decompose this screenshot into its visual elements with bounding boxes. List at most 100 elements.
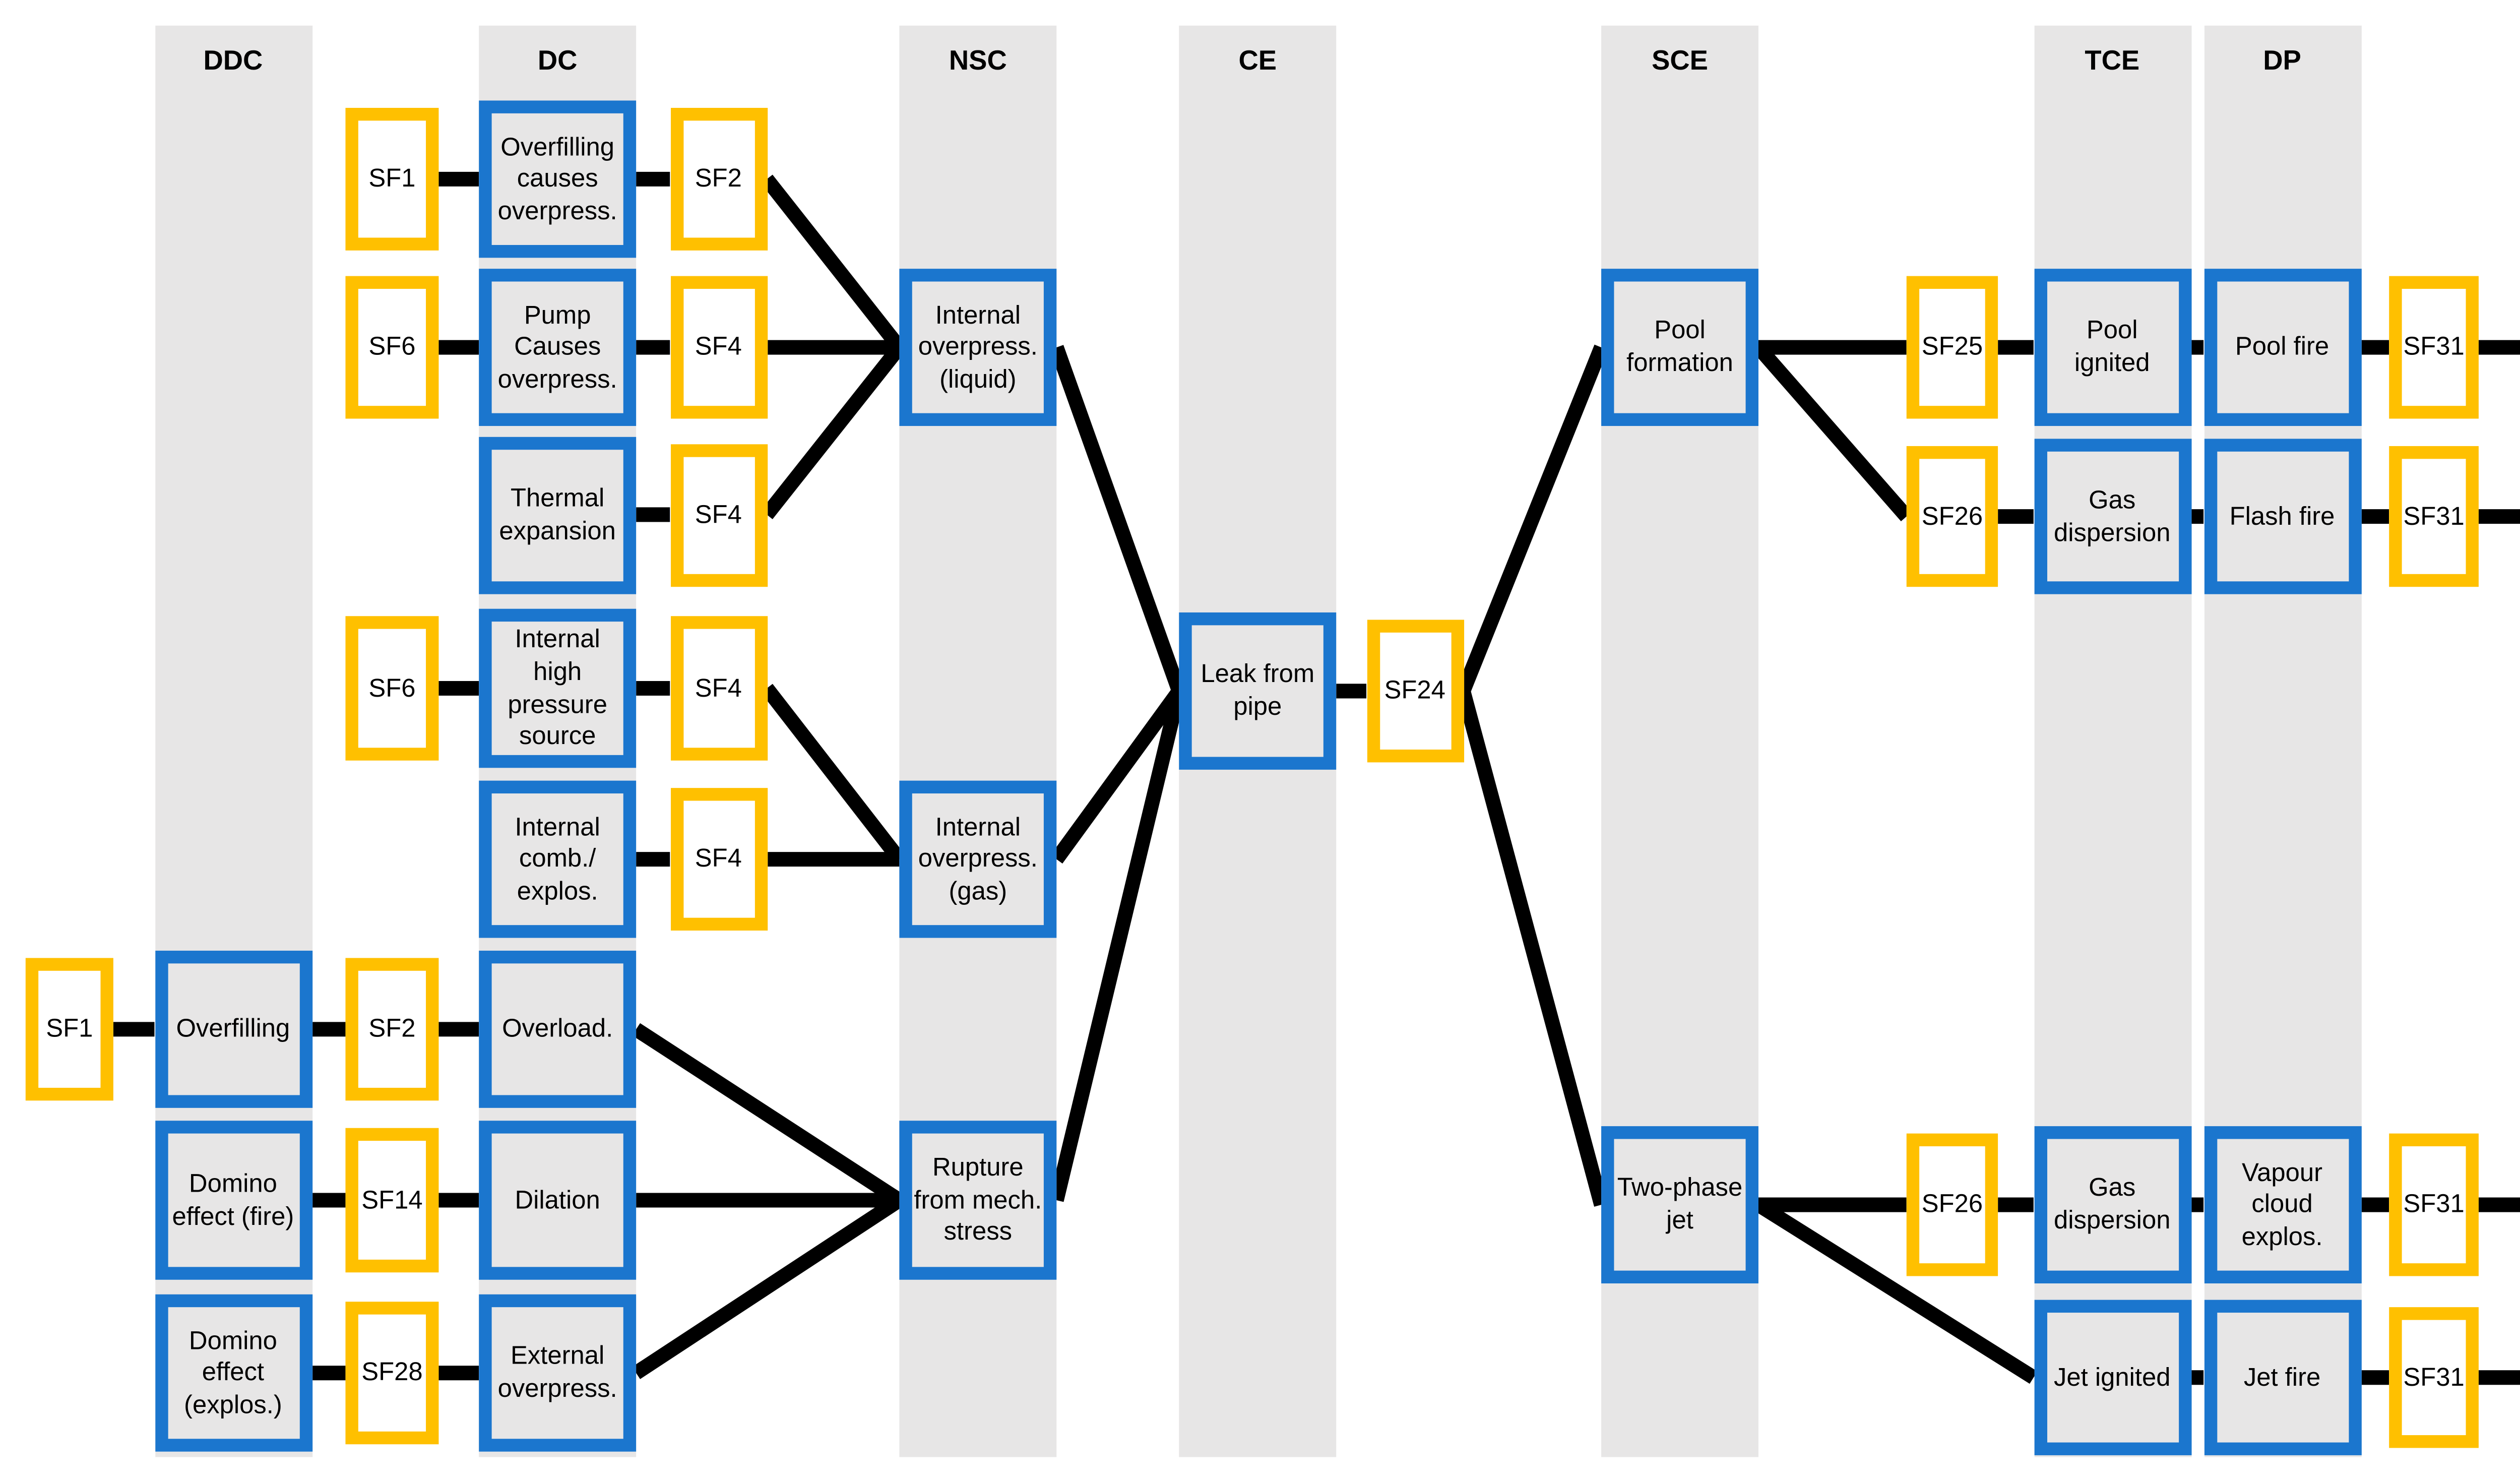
event-box-ff: Flash fire bbox=[2203, 439, 2361, 594]
safety-function-label: SF4 bbox=[695, 672, 742, 702]
event-box-pco: Pump Causes overpress. bbox=[479, 269, 637, 426]
event-box-label: Gas dispersion bbox=[2053, 484, 2171, 546]
safety-function-label: SF6 bbox=[368, 331, 416, 361]
safety-function-label: SF31 bbox=[2403, 1361, 2465, 1391]
event-box-pf: Pool formation bbox=[1601, 269, 1758, 426]
connector-line-ovl-rms bbox=[632, 1023, 904, 1207]
column-header-ce: CE bbox=[1238, 45, 1277, 77]
event-box-jf: Jet fire bbox=[2203, 1300, 2361, 1455]
connector-line-sf24-pf bbox=[1456, 344, 1608, 694]
safety-function-label: SF24 bbox=[1384, 674, 1445, 704]
event-box-label: Thermal expansion bbox=[499, 482, 616, 544]
safety-function-label: SF31 bbox=[2403, 1189, 2465, 1218]
event-box-label: Flash fire bbox=[2229, 500, 2335, 530]
event-box-label: Pool ignited bbox=[2074, 315, 2150, 377]
safety-function-box-sf4c: SF4 bbox=[670, 616, 767, 761]
event-box-def: Domino effect (fire) bbox=[154, 1121, 312, 1280]
safety-function-label: SF1 bbox=[46, 1013, 93, 1042]
connector-line-sf4c-iog bbox=[761, 684, 905, 864]
column-header-ddc: DDC bbox=[203, 45, 263, 77]
event-box-label: Dilation bbox=[515, 1184, 600, 1214]
connector-line-rms-lfp bbox=[1049, 689, 1186, 1202]
event-box-dil: Dilation bbox=[479, 1121, 637, 1280]
safety-function-box-sf24: SF24 bbox=[1366, 620, 1464, 763]
event-box-label: Pool fire bbox=[2235, 331, 2329, 361]
safety-function-box-sf4d: SF4 bbox=[670, 788, 767, 931]
safety-function-box-sf2t: SF2 bbox=[670, 107, 767, 251]
safety-function-box-sf31d: SF31 bbox=[2389, 1307, 2479, 1448]
safety-function-label: SF31 bbox=[2403, 331, 2465, 361]
event-box-label: Pool formation bbox=[1626, 315, 1733, 377]
event-box-label: Jet fire bbox=[2243, 1361, 2321, 1391]
safety-function-box-sf28a: SF28 bbox=[345, 1302, 439, 1445]
safety-function-label: SF2 bbox=[368, 1013, 416, 1042]
event-box-iol: Internal overpress. (liquid) bbox=[899, 269, 1057, 426]
event-box-ice: Internal comb./ explos. bbox=[479, 780, 637, 938]
safety-function-box-sf4b: SF4 bbox=[670, 443, 767, 586]
safety-function-label: SF31 bbox=[2403, 500, 2465, 530]
safety-function-label: SF4 bbox=[695, 331, 742, 361]
event-box-label: Domino effect (explos.) bbox=[184, 1324, 282, 1418]
column-header-nsc: NSC bbox=[949, 45, 1007, 77]
safety-function-label: SF1 bbox=[368, 163, 416, 193]
safety-function-label: SF4 bbox=[695, 843, 742, 873]
event-box-label: Internal high pressure source bbox=[508, 624, 607, 750]
event-box-vce: Vapour cloud explos. bbox=[2203, 1126, 2361, 1284]
safety-function-box-sf26a: SF26 bbox=[1906, 446, 1998, 587]
safety-function-box-sf4a: SF4 bbox=[670, 276, 767, 419]
event-box-ihps: Internal high pressure source bbox=[479, 608, 637, 768]
event-box-label: Internal overpress. (liquid) bbox=[918, 299, 1038, 393]
event-box-label: Two-phase jet bbox=[1617, 1173, 1743, 1235]
connector-line-sf4b-iol bbox=[761, 343, 905, 519]
connector-line-tpj-ji bbox=[1754, 1198, 2038, 1384]
column-header-dp: DP bbox=[2263, 45, 2301, 77]
event-box-label: Internal overpress. (gas) bbox=[918, 811, 1038, 905]
event-box-ovf: Overfilling bbox=[154, 950, 312, 1108]
event-box-pi: Pool ignited bbox=[2033, 269, 2191, 426]
safety-function-box-sf2b: SF2 bbox=[345, 958, 439, 1101]
column-header-dc: DC bbox=[537, 45, 578, 77]
connector-line-iog-lfp bbox=[1050, 687, 1185, 864]
event-box-dee: Domino effect (explos.) bbox=[154, 1294, 312, 1452]
connector-line-sf2t-iol bbox=[761, 174, 905, 352]
event-box-ocp: Overfilling causes overpress. bbox=[479, 100, 637, 258]
safety-function-box-sf14: SF14 bbox=[345, 1128, 439, 1273]
event-box-ji: Jet ignited bbox=[2033, 1300, 2191, 1455]
connector-line-pf-sf26a bbox=[1753, 342, 1912, 522]
event-box-label: Domino effect (fire) bbox=[172, 1168, 294, 1230]
event-box-label: Vapour cloud explos. bbox=[2241, 1156, 2323, 1251]
safety-function-box-sf31b: SF31 bbox=[2389, 446, 2479, 587]
event-box-ovl: Overload. bbox=[479, 950, 637, 1108]
event-box-te: Thermal expansion bbox=[479, 436, 637, 593]
safety-function-box-sf6b: SF6 bbox=[345, 616, 439, 761]
event-box-label: Gas dispersion bbox=[2053, 1173, 2171, 1235]
connector-line-iol-lfp bbox=[1049, 345, 1186, 694]
event-box-label: Overload. bbox=[502, 1013, 613, 1042]
event-box-label: Rupture from mech. stress bbox=[914, 1152, 1042, 1246]
safety-function-box-sf1t: SF1 bbox=[345, 107, 439, 251]
safety-function-label: SF26 bbox=[1921, 1189, 1983, 1218]
safety-function-label: SF26 bbox=[1921, 500, 1983, 530]
safety-function-box-sf25: SF25 bbox=[1906, 276, 1998, 419]
safety-function-label: SF4 bbox=[695, 498, 742, 528]
column-header-tce: TCE bbox=[2085, 45, 2140, 77]
event-box-rms: Rupture from mech. stress bbox=[899, 1121, 1057, 1280]
safety-function-label: SF28 bbox=[361, 1356, 423, 1386]
event-box-iog: Internal overpress. (gas) bbox=[899, 780, 1057, 938]
safety-function-box-sf6a: SF6 bbox=[345, 276, 439, 419]
column-header-sce: SCE bbox=[1652, 45, 1708, 77]
event-box-label: Overfilling bbox=[176, 1013, 290, 1042]
event-box-label: Internal comb./ explos. bbox=[515, 811, 600, 905]
safety-function-box-sf1b: SF1 bbox=[25, 958, 113, 1101]
event-box-gdb: Gas dispersion bbox=[2033, 1126, 2191, 1284]
event-box-gda: Gas dispersion bbox=[2033, 439, 2191, 594]
event-box-eop: External overpress. bbox=[479, 1294, 637, 1452]
event-box-label: Overfilling causes overpress. bbox=[497, 131, 617, 225]
event-box-label: Leak from pipe bbox=[1201, 659, 1315, 720]
event-box-tpj: Two-phase jet bbox=[1601, 1126, 1758, 1284]
event-box-label: External overpress. bbox=[497, 1340, 617, 1402]
connector-line-sf24-tpj bbox=[1456, 689, 1609, 1207]
safety-function-box-sf26b: SF26 bbox=[1906, 1133, 1998, 1276]
